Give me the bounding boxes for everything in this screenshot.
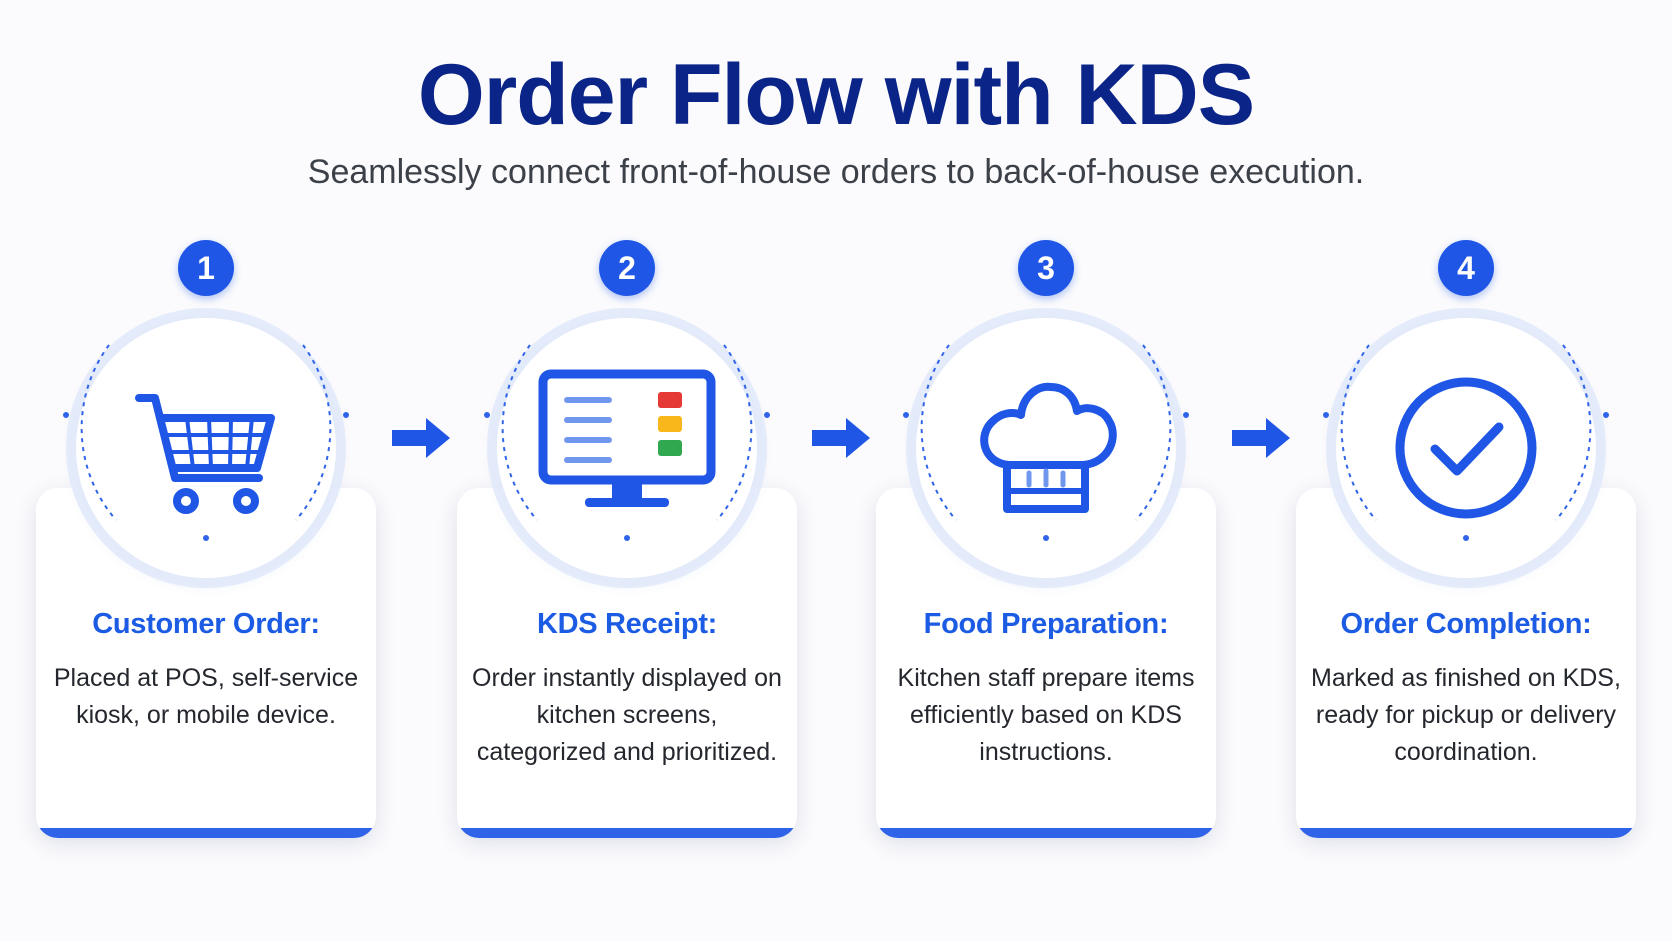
card-accent-bar (876, 828, 1216, 838)
card-accent-bar (1296, 828, 1636, 838)
check-circle-icon (1391, 373, 1541, 523)
icon-ring (76, 318, 336, 578)
step-number-badge: 2 (599, 240, 655, 296)
arrow-right-icon (1232, 418, 1290, 458)
icon-ring (1336, 318, 1596, 578)
step-description: Placed at POS, self-service kiosk, or mo… (53, 664, 359, 729)
step-number-badge: 3 (1018, 240, 1074, 296)
step-title: Order Completion: (1340, 608, 1592, 640)
step-description: Order instantly displayed on kitchen scr… (472, 664, 782, 766)
card-accent-bar (36, 828, 376, 838)
monitor-icon (537, 368, 717, 518)
page-title: Order Flow with KDS (417, 47, 1255, 143)
arrow-right-icon (812, 418, 870, 458)
step-food-preparation: 3 Food Preparation: Kitchen staff prepar… (876, 240, 1216, 890)
step-customer-order: 1 Customer Order: Placed at POS, self-se… (36, 240, 376, 890)
arrow-right-icon (392, 418, 450, 458)
step-title: Food Preparation: (923, 608, 1169, 640)
step-title: Customer Order: (92, 608, 320, 640)
step-kds-receipt: 2 KDS Receipt: Order instantly displayed… (457, 240, 797, 890)
card-accent-bar (457, 828, 797, 838)
step-title: KDS Receipt: (536, 608, 718, 640)
icon-ring (916, 318, 1176, 578)
step-order-completion: 4 Order Completion: Marked as finished o… (1296, 240, 1636, 890)
step-description: Kitchen staff prepare items efficiently … (897, 664, 1195, 766)
step-number-badge: 1 (178, 240, 234, 296)
shopping-cart-icon (131, 373, 281, 523)
chef-hat-icon (971, 373, 1121, 523)
page-subtitle: Seamlessly connect front-of-house orders… (307, 153, 1365, 191)
step-description: Marked as finished on KDS, ready for pic… (1311, 664, 1621, 766)
step-number-badge: 4 (1438, 240, 1494, 296)
